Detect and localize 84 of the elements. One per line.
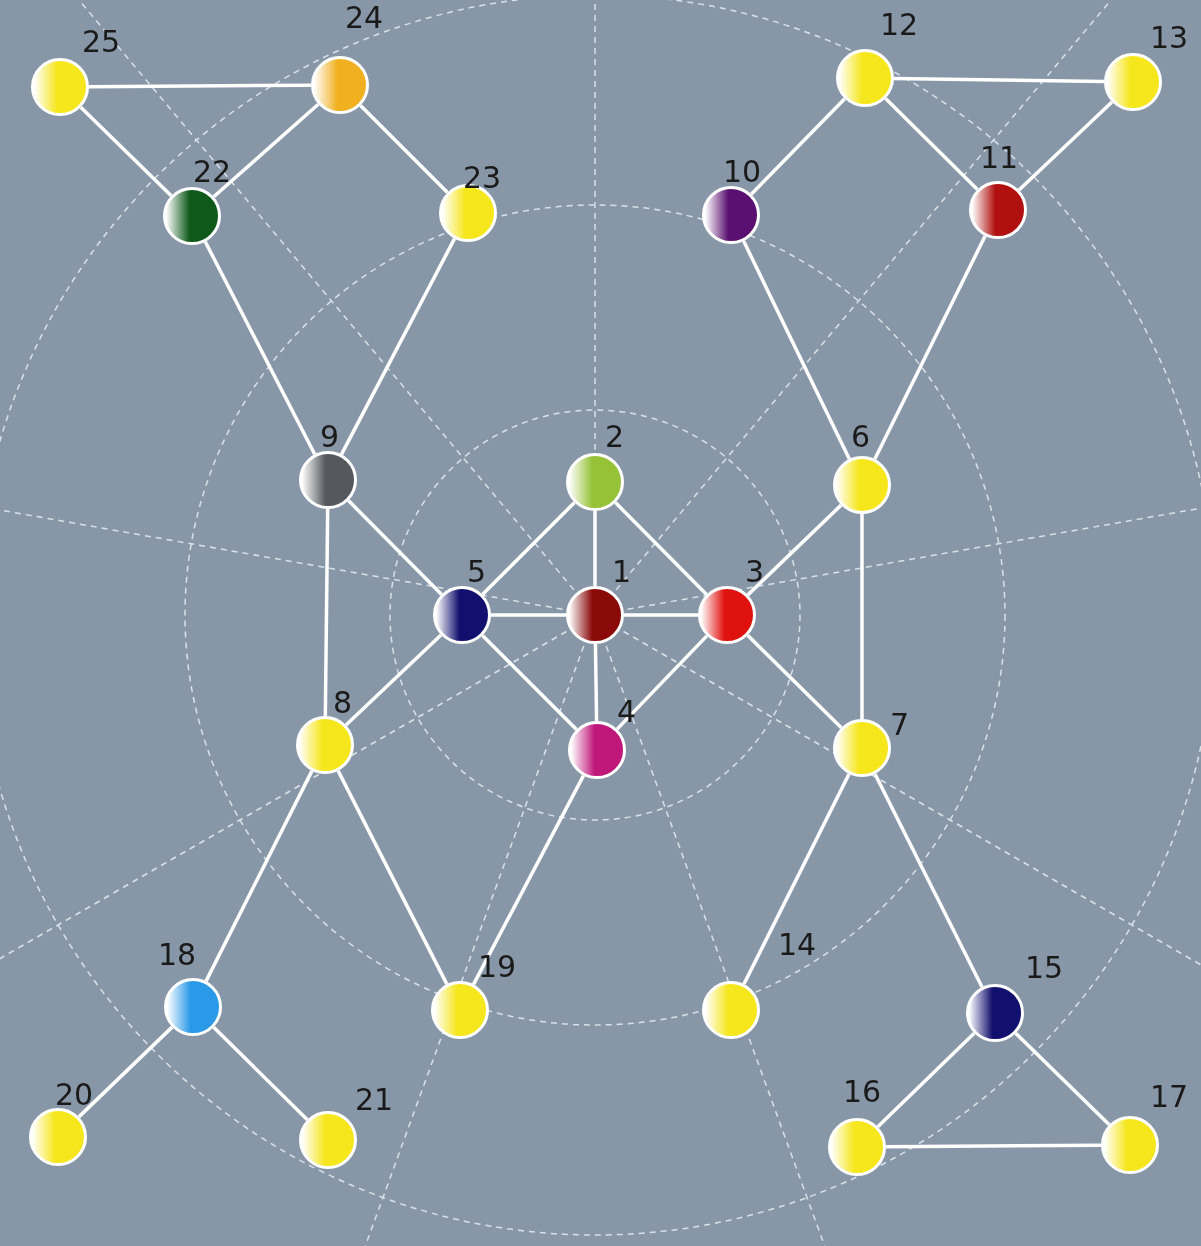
- connector-line: [1014, 1032, 1111, 1126]
- connector-line: [873, 235, 987, 460]
- connector-line: [615, 634, 709, 731]
- connector-line: [746, 634, 843, 729]
- connector-line: [884, 97, 979, 191]
- vertex-number: 22: [193, 157, 232, 187]
- connector-line: [79, 106, 173, 197]
- vertex-number: 19: [478, 952, 517, 982]
- vertex-number: 8: [333, 688, 353, 718]
- vertex-number: 14: [778, 930, 817, 960]
- vertex-number: 3: [745, 557, 765, 587]
- vertex-number: 7: [890, 710, 910, 740]
- connector-line: [77, 1025, 174, 1119]
- graph-vertex: [566, 586, 624, 644]
- connector-line: [212, 102, 320, 199]
- connector-line: [742, 773, 851, 985]
- vertex-number: 21: [355, 1085, 394, 1115]
- graph-vertex: [702, 981, 760, 1039]
- vertex-number: 1: [612, 557, 632, 587]
- vertex-number: 12: [880, 10, 919, 40]
- vertex-number: 17: [1150, 1082, 1189, 1112]
- vertex-number: 18: [158, 940, 197, 970]
- vertex-number: 16: [843, 1077, 882, 1107]
- graph-vertex: [29, 1108, 87, 1166]
- connector-line: [344, 633, 443, 727]
- connector-line: [89, 83, 311, 89]
- connector-line: [359, 104, 449, 194]
- vertex-number: 20: [55, 1080, 94, 1110]
- connector-line: [491, 613, 566, 617]
- graph-vertex: [1104, 53, 1162, 111]
- connector-line: [593, 643, 599, 722]
- vertex-number: 10: [723, 157, 762, 187]
- vertex-number: 25: [82, 27, 121, 57]
- graph-vertex: [828, 1118, 886, 1176]
- graph-vertex: [433, 586, 491, 644]
- graph-vertex: [164, 978, 222, 1036]
- connector-line: [336, 770, 449, 985]
- graph-vertex: [566, 453, 624, 511]
- connector-line: [203, 240, 317, 456]
- graph-vertex: [431, 981, 489, 1039]
- connector-line: [471, 774, 586, 986]
- graph-vertex: [299, 1111, 357, 1169]
- graph-vertex: [296, 716, 354, 774]
- vertex-number: 9: [320, 422, 340, 452]
- graph-vertex: [836, 49, 894, 107]
- connector-line: [204, 770, 314, 982]
- connector-line: [347, 499, 443, 596]
- connector-line: [614, 501, 708, 596]
- connector-line: [323, 509, 330, 716]
- connector-line: [746, 503, 843, 597]
- connector-line: [873, 773, 984, 988]
- graph-vertex: [163, 187, 221, 245]
- connector-line: [212, 1026, 309, 1121]
- vertex-number: 2: [605, 422, 625, 452]
- connector-line: [876, 1031, 976, 1129]
- graph-vertex: [966, 984, 1024, 1042]
- graph-vertex: [702, 186, 760, 244]
- connector-line: [893, 76, 1105, 84]
- connector-line: [860, 514, 864, 719]
- graph-vertex: [698, 586, 756, 644]
- graph-vertex: [833, 456, 891, 514]
- connector-line: [750, 97, 846, 196]
- vertex-number: 6: [851, 422, 871, 452]
- graph-vertex: [299, 451, 357, 509]
- vertex-number: 13: [1150, 23, 1189, 53]
- vertex-number: 11: [980, 143, 1019, 173]
- graph-vertex: [833, 719, 891, 777]
- connector-line: [593, 511, 597, 586]
- connector-line: [481, 634, 578, 731]
- vertex-number: 15: [1025, 953, 1064, 983]
- connector-line: [624, 613, 698, 617]
- graph-vertex: [1101, 1116, 1159, 1174]
- connector-line: [481, 501, 576, 596]
- connector-line: [1017, 100, 1114, 192]
- connector-line: [886, 1143, 1101, 1149]
- connector-line: [339, 237, 457, 456]
- vertex-number: 5: [467, 557, 487, 587]
- graph-vertex: [31, 58, 89, 116]
- connector-line: [742, 240, 851, 460]
- vertex-number: 24: [345, 3, 384, 33]
- vertex-number: 23: [463, 163, 502, 193]
- graph-vertex: [311, 56, 369, 114]
- graph-vertex: [969, 181, 1027, 239]
- graph-vertex: [568, 721, 626, 779]
